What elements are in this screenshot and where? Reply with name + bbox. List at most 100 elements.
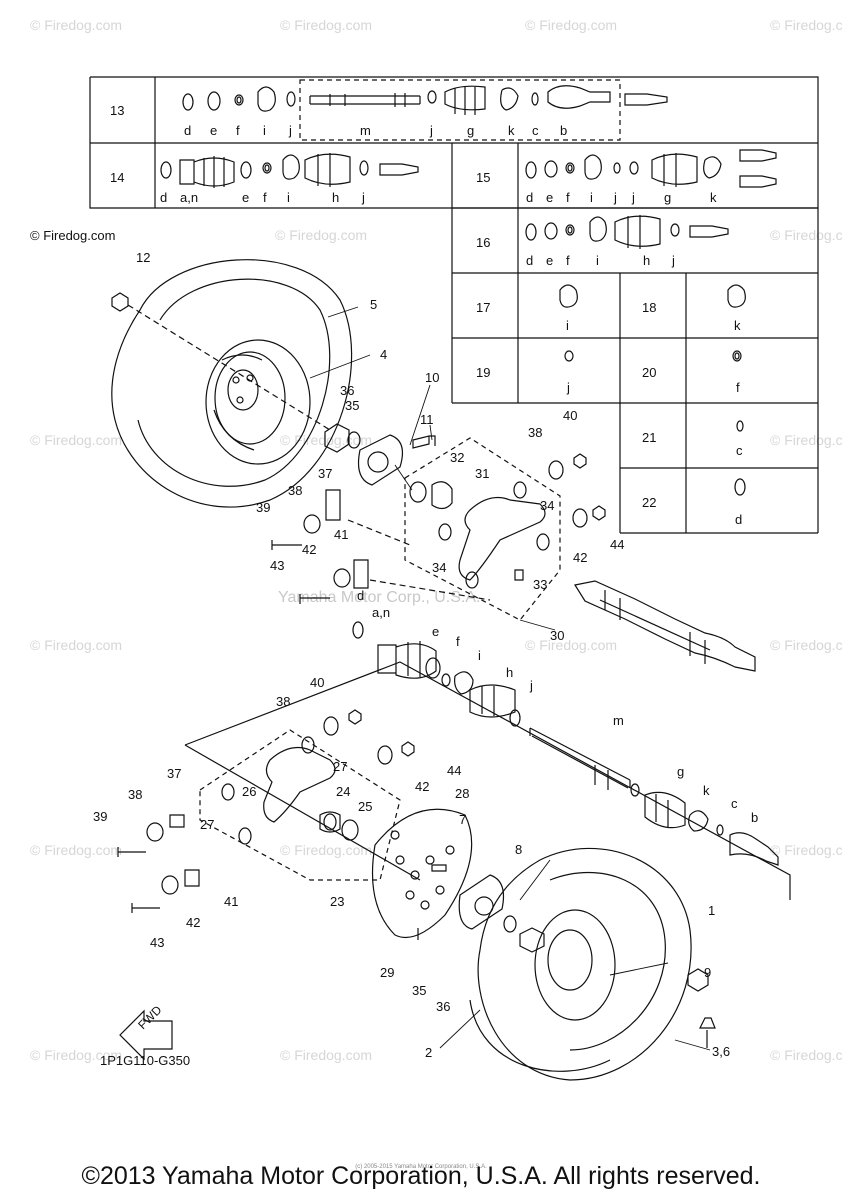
kit-row-number: 21 bbox=[642, 430, 656, 445]
kit-row-number: 16 bbox=[476, 235, 490, 250]
callout: 12 bbox=[136, 250, 150, 265]
callout: 38 bbox=[288, 483, 302, 498]
kit-letter: i bbox=[596, 253, 599, 268]
kit-letter: j bbox=[613, 190, 617, 205]
watermark: © Firedog.com bbox=[770, 1047, 842, 1063]
kit-row-number: 14 bbox=[110, 170, 124, 185]
kit-letter: i bbox=[566, 318, 569, 333]
callout: a,n bbox=[372, 605, 390, 620]
callout: 42 bbox=[415, 779, 429, 794]
kit-letter: d bbox=[526, 190, 533, 205]
kit-row-15-parts bbox=[525, 149, 777, 188]
kit-row-number: 13 bbox=[110, 103, 124, 118]
kit-row-number: 19 bbox=[476, 365, 490, 380]
kit-letter: d bbox=[526, 253, 533, 268]
kit-letter: a,n bbox=[180, 190, 198, 205]
callout: 43 bbox=[270, 558, 284, 573]
kit-letter: h bbox=[332, 190, 339, 205]
callout: 7 bbox=[459, 812, 466, 827]
kit-letter: i bbox=[590, 190, 593, 205]
kit-row-number: 20 bbox=[642, 365, 656, 380]
callout: 27 bbox=[200, 817, 214, 832]
callout: 36 bbox=[436, 999, 450, 1014]
watermark: © Firedog.com bbox=[280, 17, 372, 33]
callout: 28 bbox=[455, 786, 469, 801]
watermark: © Firedog.com bbox=[770, 227, 842, 243]
kit-table: 13 14 15 16 17 18 19 20 21 22 bbox=[89, 76, 819, 534]
callout: 31 bbox=[475, 466, 489, 481]
kit-letter: k bbox=[508, 123, 515, 138]
watermark: © Firedog.com bbox=[280, 1047, 372, 1063]
kit-letter: k bbox=[734, 318, 741, 333]
callout: h bbox=[506, 665, 513, 680]
callout: 40 bbox=[310, 675, 324, 690]
kit-letter: f bbox=[736, 380, 740, 395]
kit-letter: e bbox=[210, 123, 217, 138]
fwd-label: FWD bbox=[135, 1003, 164, 1032]
kit-letter: f bbox=[566, 190, 570, 205]
kit-letter: j bbox=[361, 190, 365, 205]
callout: 23 bbox=[330, 894, 344, 909]
callout: e bbox=[432, 624, 439, 639]
kit-letter: i bbox=[263, 123, 266, 138]
footer-small-text: (c) 2005-2015 Yamaha Motor Corporation, … bbox=[355, 1164, 487, 1170]
kit-letter: e bbox=[546, 253, 553, 268]
kit-letter: c bbox=[736, 443, 743, 458]
kit-letter: c bbox=[532, 123, 539, 138]
callout: k bbox=[703, 783, 710, 798]
callout: 39 bbox=[93, 809, 107, 824]
callout: 33 bbox=[533, 577, 547, 592]
callout: 34 bbox=[540, 498, 554, 513]
callout: 29 bbox=[380, 965, 394, 980]
kit-letter: f bbox=[236, 123, 240, 138]
callout: c bbox=[731, 796, 738, 811]
callout: g bbox=[677, 764, 684, 779]
kit-letter: d bbox=[735, 512, 742, 527]
callout: 24 bbox=[336, 784, 350, 799]
callout: 5 bbox=[370, 297, 377, 312]
kit-row-16-parts bbox=[525, 215, 729, 249]
callout: 44 bbox=[447, 763, 461, 778]
callout: j bbox=[529, 678, 533, 693]
kit-letter: j bbox=[671, 253, 675, 268]
kit-row-number: 17 bbox=[476, 300, 490, 315]
kit-letter: f bbox=[566, 253, 570, 268]
callout: 39 bbox=[256, 500, 270, 515]
kit-letter: e bbox=[242, 190, 249, 205]
callout: 32 bbox=[450, 450, 464, 465]
watermark: © Firedog.com bbox=[30, 17, 122, 33]
kit-letter: j bbox=[288, 123, 292, 138]
kit-row-14-parts bbox=[160, 153, 419, 188]
rear-knuckle-assembly bbox=[117, 661, 791, 1081]
kit-letter: j bbox=[566, 380, 570, 395]
callout: 34 bbox=[432, 560, 446, 575]
callout: 38 bbox=[528, 425, 542, 440]
kit-row-number: 15 bbox=[476, 170, 490, 185]
kit-letter: i bbox=[287, 190, 290, 205]
callout: 11 bbox=[420, 412, 434, 427]
watermark: © Firedog.com bbox=[30, 637, 122, 653]
callout: 30 bbox=[550, 628, 564, 643]
kit-single-parts bbox=[559, 284, 746, 496]
callout: 38 bbox=[276, 694, 290, 709]
kit-letter: f bbox=[263, 190, 267, 205]
callout: 10 bbox=[425, 370, 439, 385]
kit-row-number: 18 bbox=[642, 300, 656, 315]
watermark: © Firedog.com bbox=[525, 17, 617, 33]
kit-letter: b bbox=[560, 123, 567, 138]
callout: 25 bbox=[358, 799, 372, 814]
kit-row-number: 22 bbox=[642, 495, 656, 510]
kit-letter: m bbox=[360, 123, 371, 138]
watermark: © Firedog.com bbox=[770, 842, 842, 858]
callout: f bbox=[456, 634, 460, 649]
callout: 38 bbox=[128, 787, 142, 802]
callout: 40 bbox=[563, 408, 577, 423]
callout: 41 bbox=[224, 894, 238, 909]
kit-letter: h bbox=[643, 253, 650, 268]
callout: 44 bbox=[610, 537, 624, 552]
callout: 36 bbox=[340, 383, 354, 398]
drawing-code: 1P1G110-G350 bbox=[100, 1053, 190, 1068]
watermark: © Firedog.com bbox=[30, 1047, 122, 1063]
callout: 37 bbox=[318, 466, 332, 481]
